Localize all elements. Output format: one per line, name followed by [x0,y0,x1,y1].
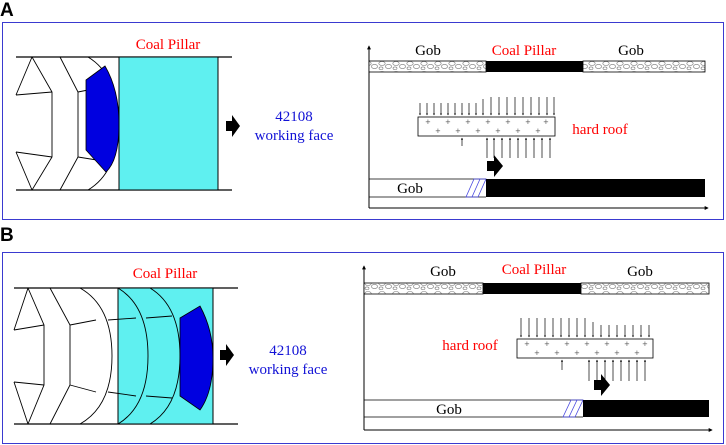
svg-text:+: + [435,127,441,135]
panel-a-gob-bottom-label: Gob [397,181,423,197]
panel-b-support-arrows [560,359,647,381]
panel-a-letter: A [0,0,14,21]
panel-b-section-pillar-label: Coal Pillar [502,262,567,278]
svg-text:+: + [524,340,530,348]
panel-b-load-arrows [519,318,651,338]
svg-text:+: + [535,127,541,135]
panel-a-load-arrows [418,97,556,116]
svg-text:+: + [475,127,481,135]
panel-a-gob-left-label: Gob [415,43,441,59]
svg-text:+: + [465,118,471,126]
panel-a-face-id: 42108 [275,109,313,125]
svg-text:+: + [543,118,549,126]
svg-text:+: + [445,118,451,126]
panel-a-support-hatch [465,178,487,198]
svg-text:+: + [495,127,501,135]
panel-a-gob-right-label: Gob [618,43,644,59]
panel-b-coal-seam [583,400,709,417]
panel-a-top-coal-pillar [486,61,583,72]
panel-a-top-gob-left [368,60,487,73]
svg-text:+: + [554,349,560,357]
panel-b-gob-left-label: Gob [430,264,456,280]
svg-text:+: + [634,349,640,357]
svg-text:+: + [515,127,521,135]
svg-text:+: + [564,340,570,348]
panel-b-support-hatch [562,399,584,418]
panel-a-section-advance-arrow [487,155,503,177]
panel-a-roof-crosses: +++++++ ++++++ [425,118,549,135]
svg-text:+: + [544,340,550,348]
panel-a-frame [2,22,724,220]
panel-a-advance-arrow [226,115,240,137]
panel-b-pillar-label: Coal Pillar [133,266,198,282]
panel-b-fracture-zone [179,305,214,411]
panel-b-advance-arrow [220,344,234,366]
svg-text:+: + [614,349,620,357]
panel-b-face-label: working face [249,362,328,378]
panel-b-frame [2,252,724,444]
panel-b-section-view: +++++++ ++++++ [362,265,713,432]
svg-text:+: + [604,340,610,348]
panel-b-section-advance-arrow [594,374,610,396]
panel-a-support-arrows [460,137,552,158]
svg-text:+: + [455,127,461,135]
svg-text:+: + [534,349,540,357]
panel-b-roof-crosses: +++++++ ++++++ [524,340,648,357]
svg-text:+: + [642,340,648,348]
svg-text:+: + [584,340,590,348]
svg-text:+: + [624,340,630,348]
panel-a-roof-label: hard roof [572,122,627,138]
panel-a-section-view: +++++++ ++++++ [367,45,709,210]
panel-a-fracture-zone [85,65,120,173]
svg-text:+: + [485,118,491,126]
panel-b-hard-roof [516,338,654,359]
panel-b-gob-bottom-label: Gob [436,402,462,418]
panel-b-gob-right-label: Gob [627,264,653,280]
panel-b-top-coal-pillar [483,283,581,294]
panel-b-top-gob-right [580,282,710,295]
svg-text:+: + [594,349,600,357]
svg-text:+: + [525,118,531,126]
panel-b-letter: B [0,225,14,246]
panel-a-section-pillar-label: Coal Pillar [492,43,557,59]
panel-a-top-gob-right [582,60,706,73]
panel-a-face-label: working face [255,128,334,144]
svg-text:+: + [425,118,431,126]
panel-a-hard-roof [417,116,556,137]
panel-a-plan-view [15,56,240,191]
panel-b-roof-label: hard roof [442,338,497,354]
panel-b-plan-view [13,287,238,425]
svg-text:+: + [574,349,580,357]
svg-text:+: + [505,118,511,126]
panel-b-face-id: 42108 [269,343,307,359]
panel-a-coal-pillar [118,56,219,191]
panel-b-top-gob-left [363,282,484,295]
panel-a-pillar-label: Coal Pillar [136,37,201,53]
panel-a-coal-seam [486,179,705,197]
